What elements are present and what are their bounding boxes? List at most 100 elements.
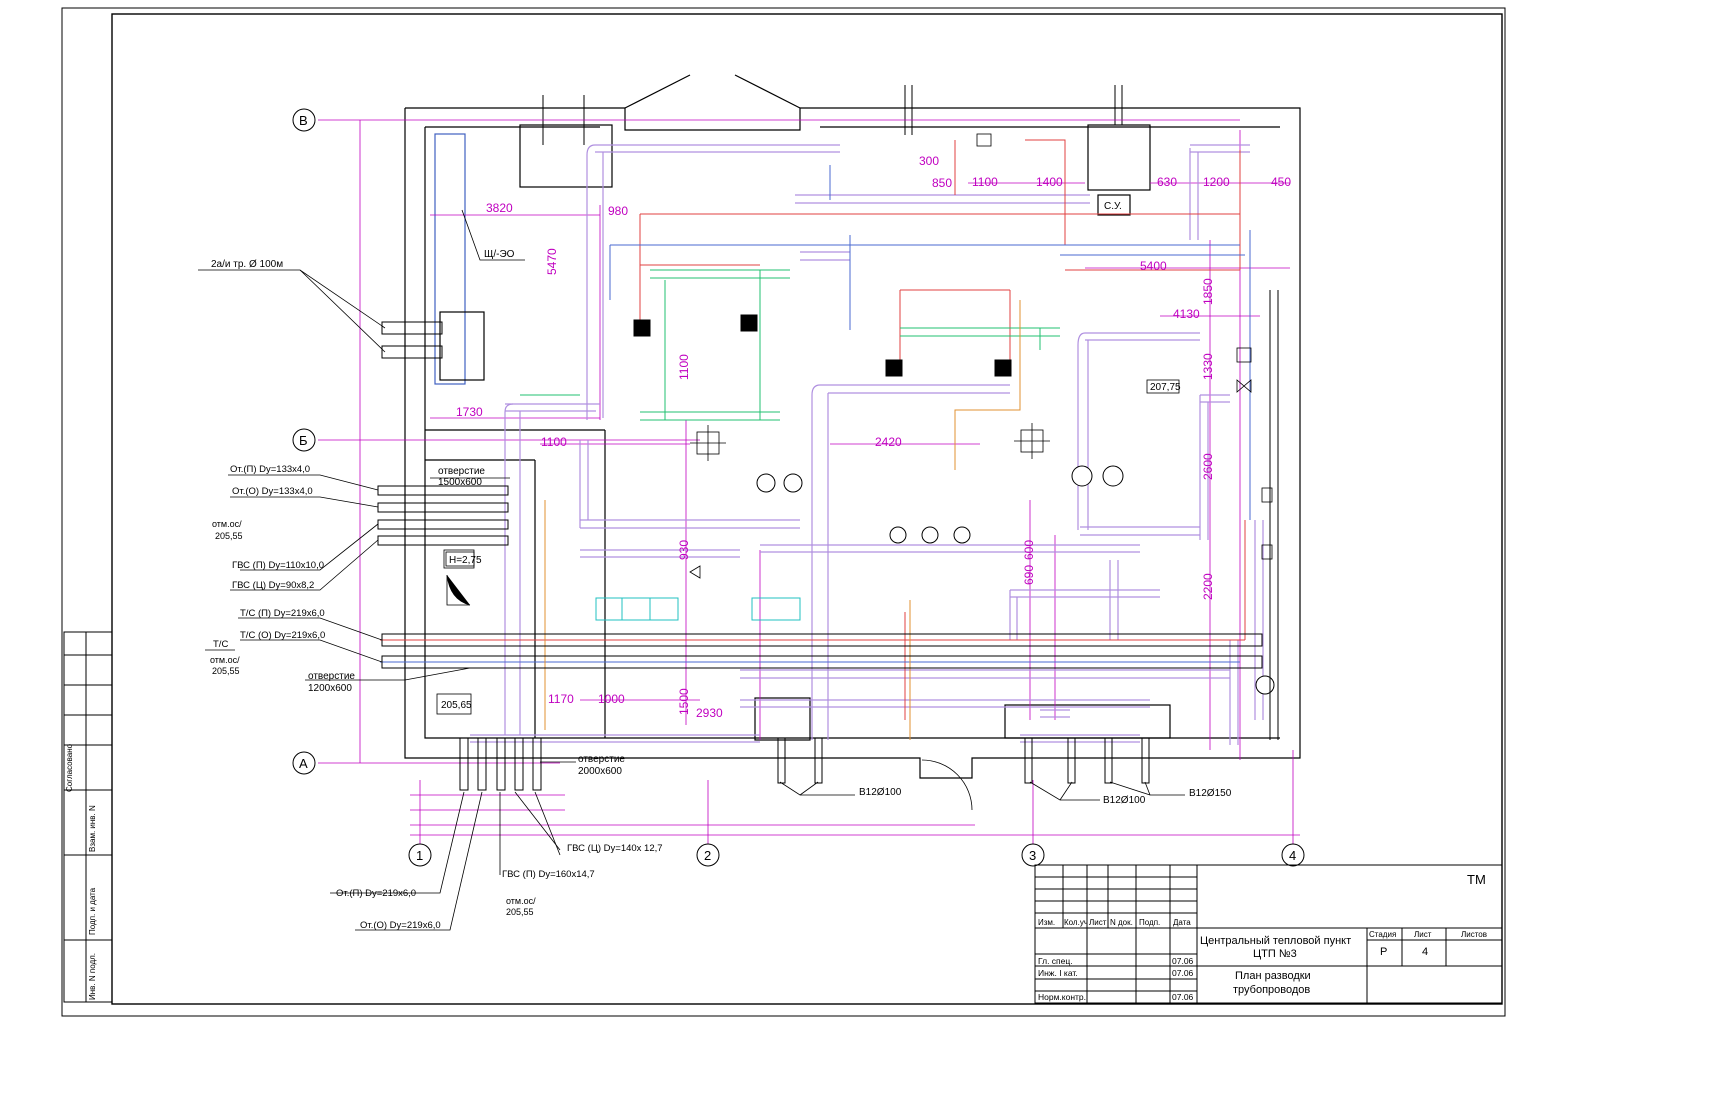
su-label: С.У.	[1104, 201, 1122, 212]
tb-role-4: Норм.контр.	[1038, 992, 1086, 1002]
dim-690: 690	[1022, 565, 1036, 585]
opening-2-title: отверстие	[308, 671, 355, 682]
tb-role-2: Инж. I кат.	[1038, 968, 1078, 978]
mark-207-75: 207,75	[1150, 382, 1181, 393]
dim-980: 980	[608, 204, 628, 218]
tb-project-2: ЦТП №3	[1253, 948, 1297, 960]
dim-1730: 1730	[456, 405, 483, 419]
otm-3-val: 205,55	[506, 907, 534, 917]
axis-label-4: 4	[1289, 848, 1296, 863]
axis-label-1: 1	[416, 848, 423, 863]
axis-bubble-1	[408, 843, 432, 867]
axis-bubble-a	[292, 751, 316, 775]
dim-5400: 5400	[1140, 259, 1167, 273]
leader-lines	[198, 209, 1185, 931]
side-label-vzam: Взам. инв. N	[88, 805, 97, 852]
pipes-red	[380, 139, 1246, 720]
tb-hdr-kol: Кол.уч	[1064, 918, 1088, 927]
axis-label-b: Б	[299, 433, 308, 448]
dim-1330: 1330	[1201, 353, 1215, 380]
dim-1100-b: 1100	[972, 175, 998, 189]
dim-300: 300	[919, 154, 939, 168]
sheet-inner-frame	[111, 13, 1503, 1005]
tb-hdr-podp: Подп.	[1139, 918, 1160, 927]
dim-2930: 2930	[696, 706, 723, 720]
axis-bubble-v	[292, 108, 316, 132]
tb-sheet: 4	[1422, 946, 1428, 958]
otm-1-val: 205,55	[215, 531, 243, 541]
opening-3-title: отверстие	[578, 754, 625, 765]
chimney-label: 2а/и тр. Ø 100м	[211, 259, 283, 270]
axis-bubble-2	[696, 843, 720, 867]
dim-5470: 5470	[545, 248, 559, 275]
tb-sheet-hdr: Лист	[1414, 930, 1432, 939]
v12-100-b: В12Ø100	[1103, 795, 1146, 806]
title-block-text: ТМ Изм. Кол.уч Лист N док. Подп. Дата Це…	[1038, 872, 1487, 1002]
otm-2-val: 205,55	[212, 666, 240, 676]
opening-1-size: 1500х600	[438, 477, 482, 488]
tb-stage: Р	[1380, 946, 1387, 958]
opening-2-size: 1200х600	[308, 683, 352, 694]
pipe-gvs-p-160: ГВС (П) Dу=160х14,7	[502, 869, 595, 880]
mark-h275: Н=2,75	[449, 555, 482, 566]
annotation-labels: 2а/и тр. Ø 100м Щ/-ЭО С.У. 207,75 Н=2,75…	[205, 201, 1232, 931]
side-label-inv: Инв. N подл.	[88, 953, 97, 1000]
otm-3: отм.ос/	[506, 896, 536, 906]
pipes-green	[520, 269, 1060, 421]
tb-project-1: Центральный тепловой пункт	[1200, 935, 1351, 947]
otm-2: отм.ос/	[210, 655, 240, 665]
pipe-ot-o-219: От.(О) Dу=219х6,0	[360, 920, 441, 931]
dimension-values: 3820 980 5470 1730 1100 1100 1400 630 12…	[456, 154, 1291, 720]
opening-1-title: отверстие	[438, 466, 485, 477]
tb-role-1: Гл. спец.	[1038, 956, 1073, 966]
valves	[436, 133, 1273, 715]
side-label-soglasovano: Согласовано	[65, 743, 74, 792]
pipes-lavender	[470, 144, 1264, 745]
dim-1500: 1500	[677, 688, 691, 715]
pipe-ts-p-219: Т/С (П) Dу=219х6,0	[240, 608, 325, 619]
dim-1400: 1400	[1036, 175, 1063, 189]
dim-1200: 1200	[1203, 175, 1230, 189]
tb-hdr-list: Лист	[1089, 918, 1107, 927]
tb-date-2: 07.06	[1172, 968, 1194, 978]
pipe-ts-short: Т/С	[213, 639, 228, 650]
pipes-blue	[380, 165, 1251, 663]
pipe-ot-o-133: От.(О) Dу=133х4,0	[232, 486, 313, 497]
pumps	[633, 314, 1275, 695]
dim-1100-a: 1100	[541, 435, 567, 449]
axis-label-3: 3	[1029, 848, 1036, 863]
tb-date-1: 07.06	[1172, 956, 1194, 966]
sheet-outer-frame	[61, 7, 1506, 1017]
tb-sheets-hdr: Листов	[1461, 930, 1487, 939]
dim-2200: 2200	[1201, 573, 1215, 600]
tb-drawing-1: План разводки	[1235, 970, 1311, 982]
dim-850: 850	[932, 176, 952, 190]
axis-bubble-3	[1021, 843, 1045, 867]
v12-100-a: В12Ø100	[859, 787, 902, 798]
pipe-ts-o-219: Т/С (О) Dу=219х6,0	[240, 630, 325, 641]
pipe-gvs-p-110: ГВС (П) Dу=110х10,0	[232, 560, 324, 571]
panel-label: Щ/-ЭО	[484, 249, 515, 260]
column-markers	[690, 423, 1050, 461]
axis-bubble-4	[1281, 843, 1305, 867]
dim-1000: 1000	[598, 692, 625, 706]
pipe-ot-p-219: От.(П) Dу=219х6,0	[336, 888, 416, 899]
building-walls	[404, 74, 1301, 811]
tb-stage-hdr: Стадия	[1369, 930, 1396, 939]
tb-date-4: 07.06	[1172, 992, 1194, 1002]
opening-3-size: 2000х600	[578, 766, 622, 777]
dim-450: 450	[1271, 175, 1291, 189]
dim-4130: 4130	[1173, 307, 1200, 321]
tb-code: ТМ	[1467, 872, 1486, 887]
axis-label-2: 2	[704, 848, 711, 863]
heat-exchangers	[595, 597, 801, 621]
grid-axis-bubbles	[292, 108, 1305, 867]
tb-hdr-izm: Изм.	[1038, 918, 1055, 927]
pipe-ot-p-133: От.(П) Dу=133х4,0	[230, 464, 310, 475]
otm-1: отм.ос/	[212, 519, 242, 529]
dim-2420: 2420	[875, 435, 902, 449]
pipes-orange	[544, 300, 1021, 740]
pipe-gvs-c-140: ГВС (Ц) Dу=140х 12,7	[567, 843, 663, 854]
tb-hdr-ndok: N док.	[1110, 918, 1133, 927]
tb-drawing-2: трубопроводов	[1233, 984, 1310, 996]
